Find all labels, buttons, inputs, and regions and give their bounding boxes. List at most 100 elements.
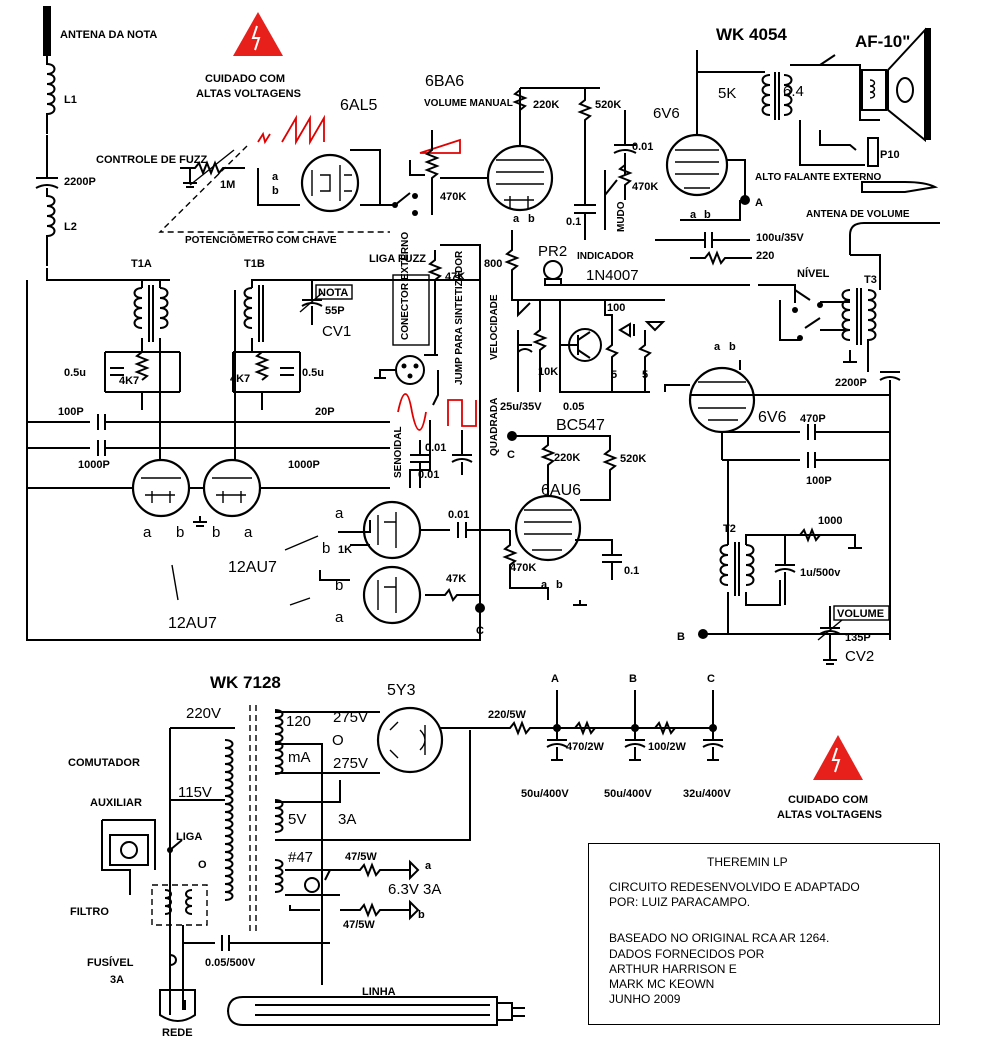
credits-line4: DADOS FORNECIDOS POR — [609, 947, 765, 961]
mains-plug — [159, 989, 196, 1022]
resistor-470k-6au6: 470K — [502, 530, 549, 600]
resistor-220 — [690, 250, 752, 266]
svg-text:b: b — [528, 213, 535, 225]
svg-text:275V: 275V — [333, 755, 368, 772]
resistor-220k-6ba6: 220K — [512, 89, 559, 111]
tube-5y3 — [376, 706, 444, 774]
svg-text:T2: T2 — [723, 523, 736, 535]
capacitor-2200p-volume: 2200P — [835, 371, 901, 395]
svg-text:0.5u: 0.5u — [302, 367, 324, 379]
label-fusivel-3a: 3A — [110, 974, 124, 986]
credits-line7: JUNHO 2009 — [609, 992, 681, 1006]
label-comutador: COMUTADOR — [68, 757, 140, 769]
label-p10: P10 — [880, 149, 900, 161]
svg-text:470P: 470P — [800, 413, 826, 425]
warning-bottom-line2: ALTAS VOLTAGENS — [777, 809, 882, 821]
label-wk4054: WK 4054 — [716, 25, 787, 44]
svg-text:b: b — [556, 579, 563, 591]
connector-externo: CONECTOR EXTERNO — [374, 232, 438, 385]
svg-text:0.01: 0.01 — [418, 469, 439, 481]
svg-text:47/5W: 47/5W — [345, 851, 377, 863]
label-nivel: NÍVEL — [797, 267, 830, 280]
warning-sign-top: CUIDADO COM ALTAS VOLTAGENS — [196, 12, 301, 100]
svg-text:100P: 100P — [58, 406, 84, 418]
svg-text:b: b — [176, 524, 184, 541]
svg-text:a: a — [513, 213, 520, 225]
svg-text:100P: 100P — [806, 475, 832, 487]
label-indicador: INDICADOR — [577, 251, 634, 262]
resistor-1000: 1000 — [799, 515, 862, 549]
credits-line2: POR: LUIZ PARACAMPO. — [609, 895, 751, 909]
svg-text:a: a — [714, 341, 721, 353]
auxiliary-outlet — [101, 819, 156, 895]
svg-text:1u/500v: 1u/500v — [800, 567, 841, 579]
resistor-520k-6au6: 520K — [548, 435, 646, 501]
credits-box: THEREMIN LP CIRCUITO REDESENVOLVIDO E AD… — [588, 843, 940, 1025]
heater-resistors: 47/5W 47/5W a b 6.3V 3A — [340, 851, 441, 931]
label-alto-falante: ALTO FALANTE EXTERNO — [755, 172, 882, 183]
svg-text:275V: 275V — [333, 709, 368, 726]
label-rede: REDE — [162, 1027, 193, 1039]
pilot-lamp-47 — [304, 877, 320, 893]
resistor-220k-6au6: 220K — [540, 436, 580, 496]
resistors-100-5: 100 5 5 — [604, 299, 666, 392]
power-cord-plug — [227, 996, 525, 1026]
label-l2: L2 — [64, 221, 77, 233]
svg-text:5V: 5V — [288, 811, 306, 828]
svg-text:0.5u: 0.5u — [64, 367, 86, 379]
svg-text:4K7: 4K7 — [230, 373, 250, 385]
node-c-supply: C — [707, 673, 715, 685]
note-antenna: ANTENA DA NOTA — [43, 6, 157, 56]
rc-t1b: 4K7 0.5u — [230, 351, 324, 410]
credits-line5: ARTHUR HARRISON E — [609, 962, 737, 976]
credits-line3: BASEADO NO ORIGINAL RCA AR 1264. — [609, 931, 830, 945]
label-55p: 55P — [325, 305, 345, 317]
jack-p10: P10 ALTO FALANTE EXTERNO — [755, 120, 939, 193]
svg-text:CONECTOR EXTERNO: CONECTOR EXTERNO — [400, 232, 411, 340]
svg-text:b: b — [704, 209, 711, 221]
label-liga-fuzz: LIGA FUZZ — [369, 253, 426, 265]
transformer-t1b — [234, 279, 480, 470]
warning-sign-bottom: CUIDADO COM ALTAS VOLTAGENS — [777, 735, 882, 821]
svg-text:3A: 3A — [338, 811, 356, 828]
svg-text:a: a — [143, 524, 152, 541]
coil-l2: L2 — [46, 188, 77, 266]
tube-12au7-detector-bottom: b a — [335, 565, 422, 626]
power-transformer: 220V 115V 120 mA 5V 3A #47 275V O 275V — [169, 705, 368, 1015]
switch-mudo: MUDO — [604, 170, 627, 232]
label-t1a: T1A — [131, 258, 152, 270]
svg-text:b: b — [335, 577, 343, 594]
svg-text:0.01: 0.01 — [448, 509, 469, 521]
svg-text:470K: 470K — [632, 181, 658, 193]
trimmer-cv2: VOLUME 135P CV2 — [817, 605, 890, 665]
svg-text:470/2W: 470/2W — [566, 741, 605, 753]
svg-text:470K: 470K — [510, 562, 536, 574]
svg-text:25u/35V: 25u/35V — [500, 401, 542, 413]
warning-top-line1: CUIDADO COM — [205, 73, 285, 85]
svg-text:47K: 47K — [446, 573, 466, 585]
svg-text:0.05/500V: 0.05/500V — [205, 957, 256, 969]
transformer-t2 — [719, 460, 835, 634]
svg-text:0.05: 0.05 — [563, 401, 584, 413]
filter-capacitors: 470/2W 100/2W 50u/400V 50u/400V 32u/400V — [521, 720, 731, 800]
svg-text:b: b — [322, 540, 330, 557]
svg-text:a: a — [335, 609, 344, 626]
fuse-3a — [169, 925, 177, 985]
svg-text:800: 800 — [484, 258, 502, 270]
tube-6ba6: a b — [486, 144, 554, 225]
credits-line6: MARK MC KEOWN — [609, 977, 715, 991]
label-antena-volume: ANTENA DE VOLUME — [806, 209, 910, 220]
label-af10: AF-10" — [855, 32, 910, 51]
svg-text:1000P: 1000P — [288, 459, 320, 471]
svg-text:220K: 220K — [533, 99, 559, 111]
svg-text:47/5W: 47/5W — [343, 919, 375, 931]
svg-text:220K: 220K — [554, 452, 580, 464]
tube-12au7-oscillator-a: a b — [131, 458, 191, 541]
svg-text:5: 5 — [611, 369, 617, 381]
loudspeaker-af10 — [790, 27, 931, 143]
svg-text:220/5W: 220/5W — [488, 709, 527, 721]
svg-text:32u/400V: 32u/400V — [683, 788, 731, 800]
label-5k: 5K — [718, 85, 736, 102]
indicator-lamp — [543, 260, 563, 286]
